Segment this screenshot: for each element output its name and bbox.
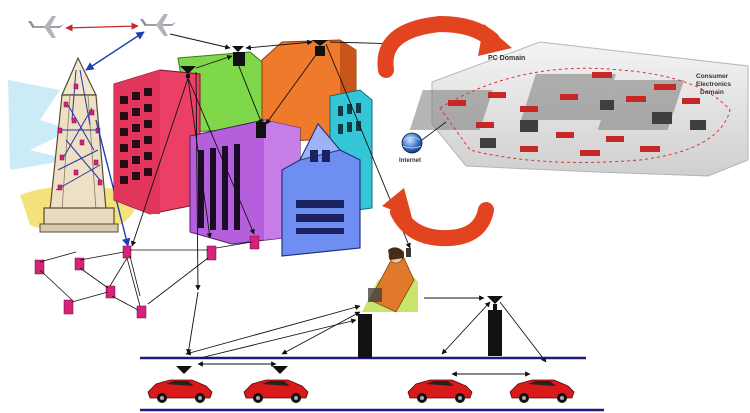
red-sports-car-4 bbox=[509, 379, 575, 403]
antenna-mast-icon bbox=[176, 296, 503, 374]
woman-on-phone-icon bbox=[362, 247, 418, 313]
sensor-nodes bbox=[34, 235, 260, 319]
red-sports-car-2 bbox=[243, 379, 309, 403]
smart-home-panel: PC Domain Consumer Electronics Domain bbox=[409, 41, 749, 177]
internet-label: Internet bbox=[399, 158, 421, 164]
antenna-icon bbox=[180, 40, 328, 138]
ce-domain-label-line1: Consumer bbox=[696, 73, 729, 80]
vehicular-links bbox=[185, 291, 547, 377]
aircraft-left-icon bbox=[28, 16, 64, 38]
city-buildings bbox=[113, 39, 373, 257]
internet-to-home-link bbox=[421, 121, 447, 141]
internet-globe-icon: Internet bbox=[399, 132, 423, 164]
tower-to-sensor-link bbox=[95, 119, 131, 247]
ce-domain-label-line2: Electronics bbox=[696, 81, 731, 88]
cycle-arrows-icon bbox=[377, 15, 512, 247]
roadside-masts bbox=[176, 296, 503, 374]
aircraft-link bbox=[65, 22, 139, 32]
sensor-node bbox=[34, 235, 260, 319]
ce-domain-label-line3: Domain bbox=[700, 89, 724, 96]
aircraft-right-icon bbox=[140, 14, 176, 36]
building-links bbox=[130, 33, 411, 291]
red-sports-car-1 bbox=[147, 379, 213, 403]
tower-to-aircraft-link bbox=[85, 31, 145, 71]
pc-domain-label: PC Domain bbox=[488, 55, 525, 62]
red-sports-car-3 bbox=[407, 379, 473, 403]
tower-icon bbox=[39, 56, 119, 233]
